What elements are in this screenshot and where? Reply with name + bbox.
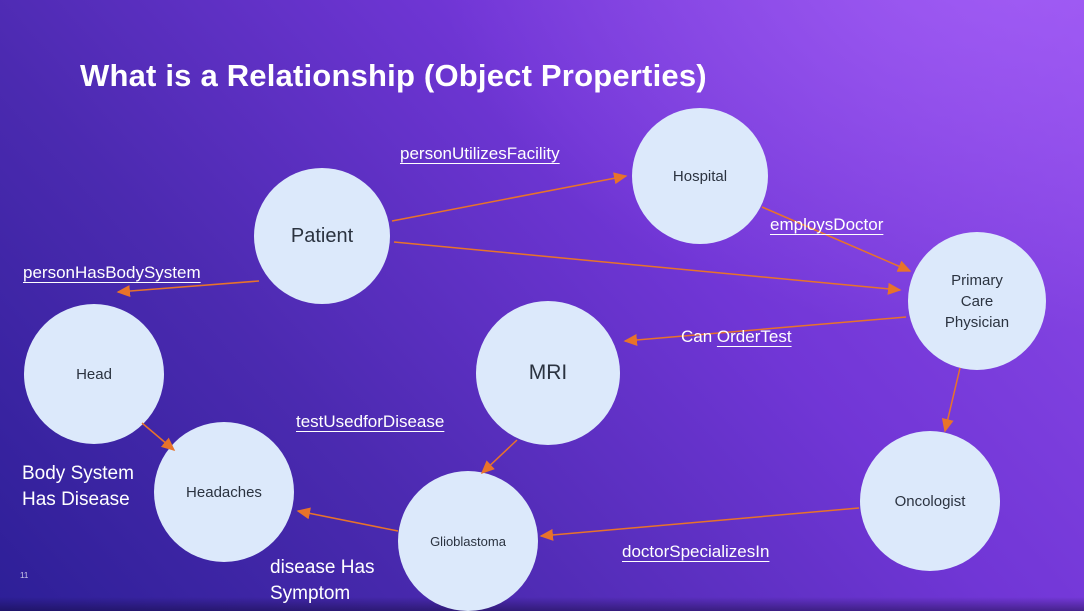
node-headaches: Headaches — [154, 422, 294, 562]
node-head-label: Head — [76, 365, 112, 383]
edge-label-employs-doctor: employsDoctor — [770, 215, 884, 234]
edge-mri-glioblastoma — [480, 439, 518, 475]
node-headaches-label: Headaches — [186, 483, 262, 501]
edge-patient-hospital — [391, 172, 628, 222]
node-head: Head — [24, 304, 164, 444]
edge-label-doctor-specializes-in: doctorSpecializesIn — [622, 542, 770, 561]
node-glioblastoma: Glioblastoma — [398, 471, 538, 611]
edge-label-body-system-has-disease: Body System Has Disease — [22, 463, 134, 510]
edge-label-disease-has-symptom: disease Has Symptom — [270, 557, 375, 604]
edge-label-can-order-test: Can OrderTest — [681, 327, 792, 347]
node-mri: MRI — [476, 301, 620, 445]
edge-label-person-utilizes-facility: personUtilizesFacility — [400, 144, 560, 163]
node-hospital: Hospital — [632, 108, 768, 244]
node-glioblastoma-label: Glioblastoma — [430, 533, 506, 549]
edge-label-can-order-test-prefix: Can — [681, 327, 717, 346]
node-oncologist: Oncologist — [860, 431, 1000, 571]
edge-patient-primary-care-physician — [393, 241, 902, 295]
edge-label-can-order-test-text: OrderTest — [716, 327, 792, 346]
edge-head-headaches — [141, 422, 176, 451]
node-patient-label: Patient — [290, 224, 354, 247]
node-hospital-label: Hospital — [672, 167, 728, 185]
node-oncologist-label: Oncologist — [894, 492, 966, 510]
node-primary-care-physician-label: Primary Care Physician — [944, 271, 1010, 331]
page-number: 11 — [20, 571, 29, 580]
edge-glioblastoma-headaches — [296, 507, 399, 532]
node-mri-label: MRI — [528, 361, 568, 384]
edge-oncologist-glioblastoma — [539, 507, 860, 541]
edge-label-test-used-for-disease: testUsedforDisease — [296, 412, 445, 431]
edge-label-person-has-body-system: personHasBodySystem — [23, 263, 201, 282]
node-patient: Patient — [254, 168, 390, 304]
slide-title: What is a Relationship (Object Propertie… — [80, 58, 707, 93]
node-primary-care-physician: Primary Care Physician — [908, 232, 1046, 370]
edge-primary-care-physician-oncologist — [941, 367, 961, 433]
